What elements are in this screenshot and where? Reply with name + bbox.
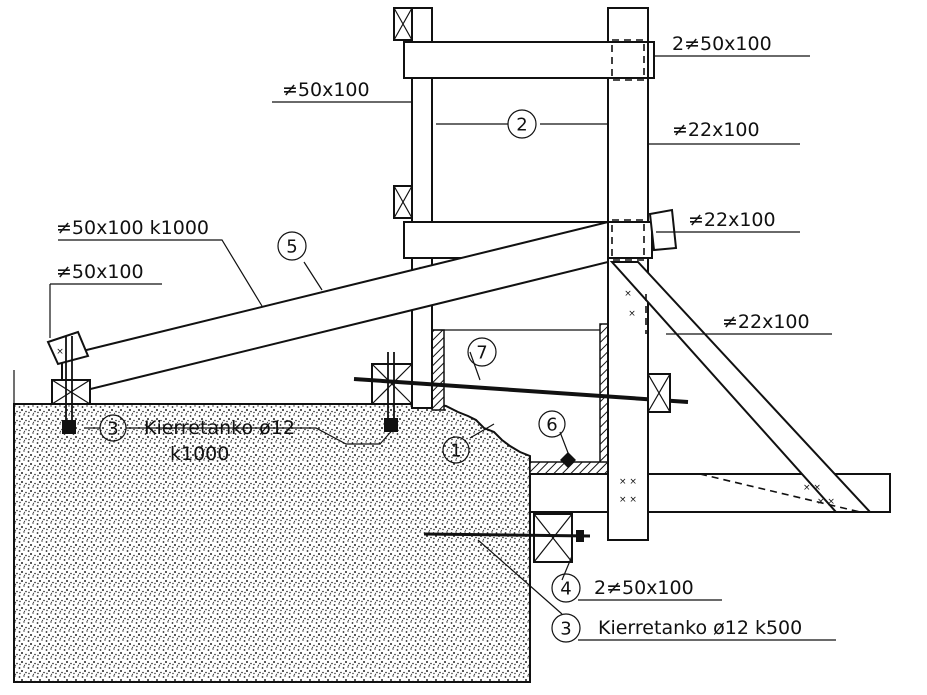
upper-waler	[403, 41, 655, 79]
label-brace: ≠50x100 k1000	[56, 217, 209, 239]
left-post-anchor	[371, 352, 413, 432]
svg-text:× ×: × ×	[619, 477, 637, 487]
lower-block-4	[423, 513, 591, 563]
callout-5: 5	[277, 231, 307, 261]
leader-lines	[49, 55, 836, 641]
callout-5-text: 5	[286, 237, 297, 258]
callout-3-upper: 3	[99, 414, 127, 442]
callout-4: 4	[551, 573, 581, 603]
steel-beam	[431, 323, 613, 475]
callout-6-text: 6	[546, 415, 557, 436]
callout-1: 1	[442, 436, 470, 464]
label-rod-lower: Kierretanko ø12 k500	[598, 617, 802, 639]
label-left-post: ≠50x100	[282, 79, 370, 101]
label-rod-upper: Kierretanko ø12	[144, 417, 295, 439]
callout-6: 6	[538, 410, 566, 438]
callout-1-text: 1	[450, 441, 461, 462]
svg-text:×: ×	[628, 309, 636, 319]
callout-2-text: 2	[516, 115, 527, 136]
label-right-post: ≠22x100	[672, 119, 760, 141]
callout-2: 2	[507, 109, 537, 139]
label-bottom-member: 2≠50x100	[594, 577, 694, 599]
callout-3-lower: 3	[551, 613, 581, 643]
callout-3-upper-text: 3	[107, 419, 118, 440]
callout-3-lower-text: 3	[560, 619, 571, 640]
tie-rod-7	[353, 373, 689, 413]
svg-text:×: ×	[56, 347, 64, 357]
label-stake: ≠50x100	[56, 261, 144, 283]
diagonal-brace-5: ×	[46, 220, 609, 398]
svg-text:×: ×	[624, 289, 632, 299]
right-diagonal: × × × × × ×	[609, 261, 873, 513]
label-rod-upper-spacing: k1000	[170, 443, 229, 465]
label-middle-right-member: ≠22x100	[688, 209, 776, 231]
left-stake	[51, 336, 91, 434]
callout-7: 7	[467, 337, 497, 367]
svg-text:× ×: × ×	[817, 497, 835, 507]
label-diagonal: ≠22x100	[722, 311, 810, 333]
svg-text:× ×: × ×	[803, 483, 821, 493]
dashed-splice	[473, 39, 645, 261]
callout-7-text: 7	[476, 343, 487, 364]
callout-4-text: 4	[560, 579, 571, 600]
label-top-right-member: 2≠50x100	[672, 33, 772, 55]
svg-text:× ×: × ×	[619, 495, 637, 505]
